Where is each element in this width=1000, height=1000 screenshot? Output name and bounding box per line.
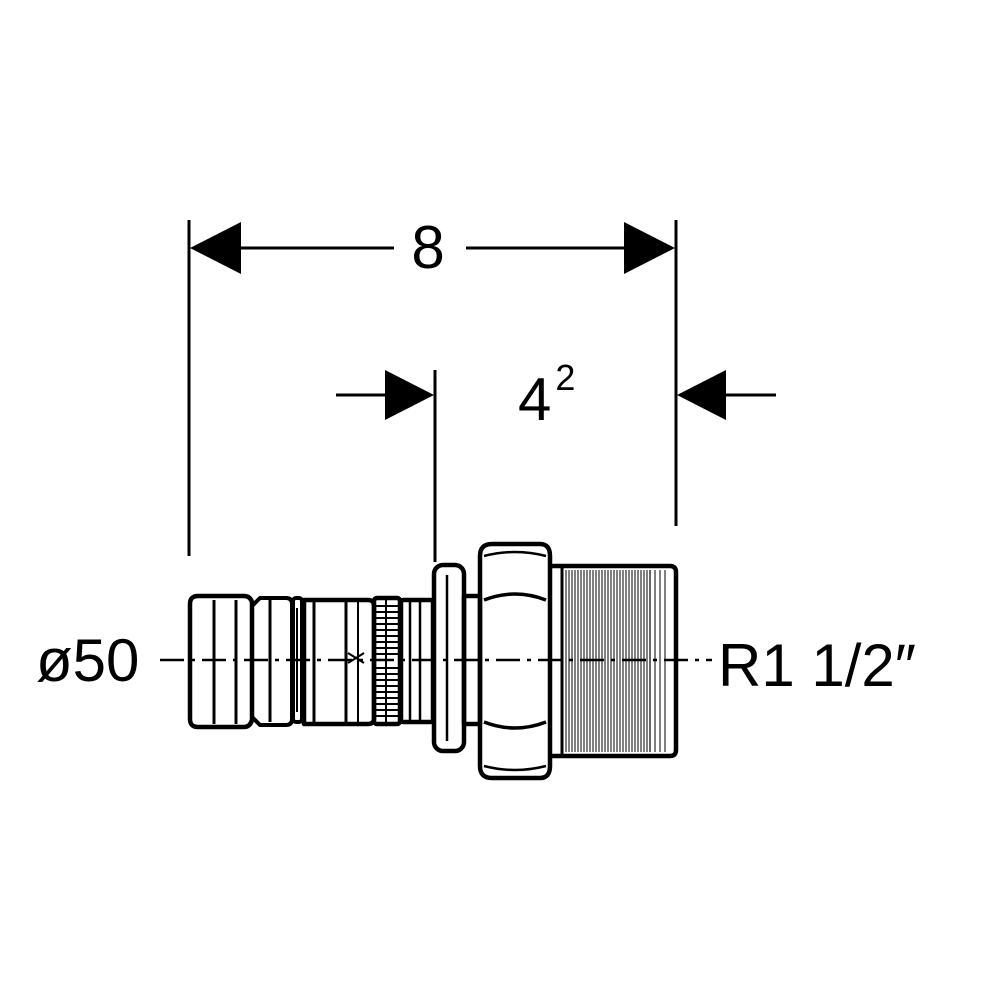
insertion-depth-base: 4 <box>518 366 551 433</box>
hex-nut <box>477 541 553 781</box>
insertion-arrowhead-right <box>677 370 726 420</box>
hex-flat-lower <box>483 720 547 730</box>
insertion-depth-superscript: 2 <box>555 357 575 398</box>
flange-outline <box>431 562 467 754</box>
knurled-ring <box>371 595 403 727</box>
hex-flat-upper <box>483 592 547 602</box>
grip-body <box>301 597 377 727</box>
hex-nut-outline <box>477 541 553 781</box>
overall-length-value: 8 <box>411 214 444 281</box>
thread-size-label: R1 1/2″ <box>718 632 916 699</box>
overall-dimension: 8 <box>187 214 678 556</box>
pipe-diameter-label: ø50 <box>36 627 139 694</box>
spigot-collar <box>250 596 294 727</box>
insertion-arrowhead-left <box>385 370 434 420</box>
arrowhead-right <box>624 222 675 274</box>
flange-washer <box>431 562 467 754</box>
arrowhead-left <box>190 222 241 274</box>
spigot-outline <box>187 593 255 730</box>
spigot-end <box>187 593 294 730</box>
